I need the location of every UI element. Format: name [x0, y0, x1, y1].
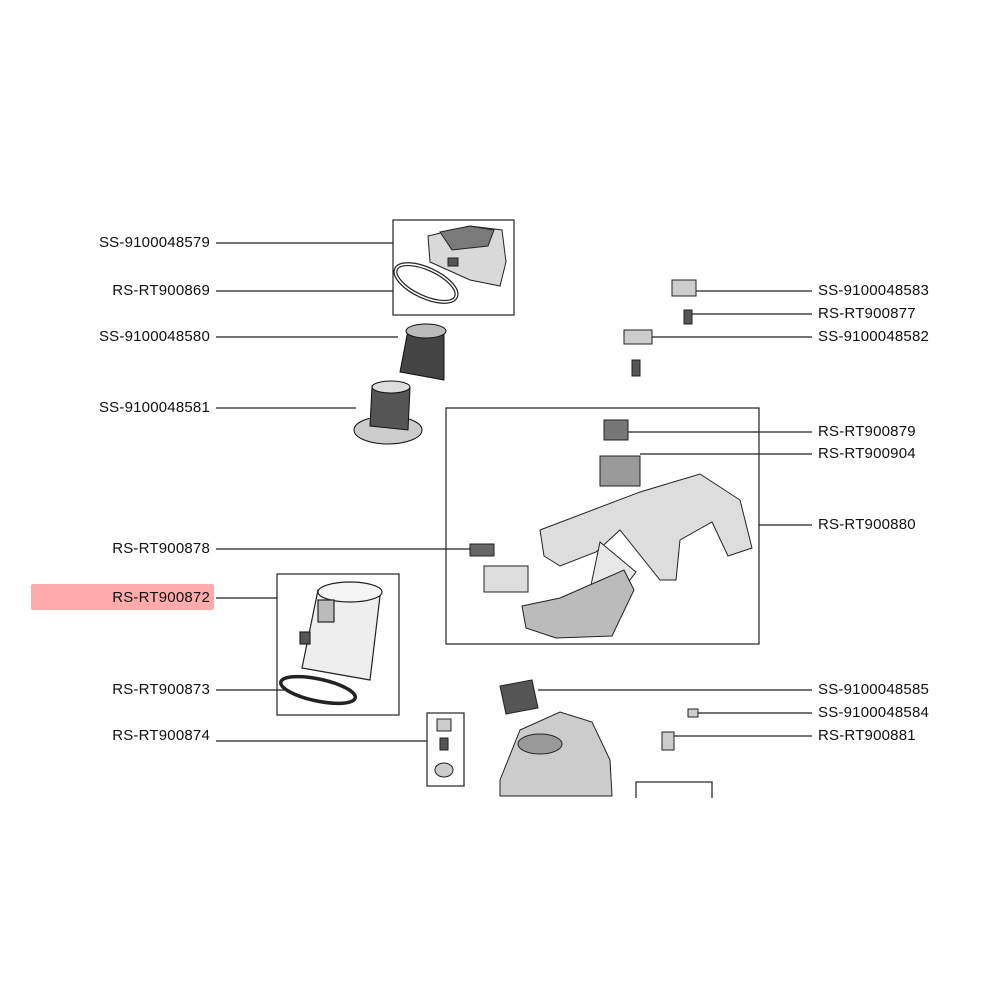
- housing-part: [469, 419, 753, 639]
- part-label-rs-rt900873[interactable]: RS-RT900873: [112, 681, 210, 698]
- part-label-rs-rt900881[interactable]: RS-RT900881: [818, 727, 916, 744]
- part-label-ss-9100048579[interactable]: SS-9100048579: [98, 234, 210, 251]
- part-label-ss-9100048581[interactable]: SS-9100048581: [98, 399, 210, 416]
- valve-parts: [434, 718, 454, 778]
- dust-container: [299, 581, 383, 681]
- lid-part: [427, 225, 507, 287]
- highlight-bar: [31, 584, 214, 610]
- part-label-ss-9100048585[interactable]: SS-9100048585: [818, 681, 930, 698]
- part-label-rs-rt900904[interactable]: RS-RT900904: [818, 445, 916, 462]
- button-cap-parts: [623, 279, 697, 377]
- part-label-rs-rt900879[interactable]: RS-RT900879: [818, 423, 916, 440]
- part-label-rs-rt900874[interactable]: RS-RT900874: [112, 727, 210, 744]
- motor-base-part: [499, 679, 699, 797]
- part-label-rs-rt900877[interactable]: RS-RT900877: [818, 305, 916, 322]
- part-label-rs-rt900880[interactable]: RS-RT900880: [818, 516, 916, 533]
- part-label-ss-9100048583[interactable]: SS-9100048583: [818, 282, 930, 299]
- mesh-filter: [399, 323, 447, 381]
- part-label-rs-rt900878[interactable]: RS-RT900878: [112, 540, 210, 557]
- part-label-ss-9100048582[interactable]: SS-9100048582: [818, 328, 930, 345]
- part-label-ss-9100048584[interactable]: SS-9100048584: [818, 704, 930, 721]
- container-seal-ring: [279, 674, 357, 706]
- part-label-ss-9100048580[interactable]: SS-9100048580: [98, 328, 210, 345]
- part-label-rs-rt900869[interactable]: RS-RT900869: [112, 282, 210, 299]
- cartridge-filter: [353, 380, 423, 445]
- part-label-rs-rt900872[interactable]: RS-RT900872: [112, 589, 210, 606]
